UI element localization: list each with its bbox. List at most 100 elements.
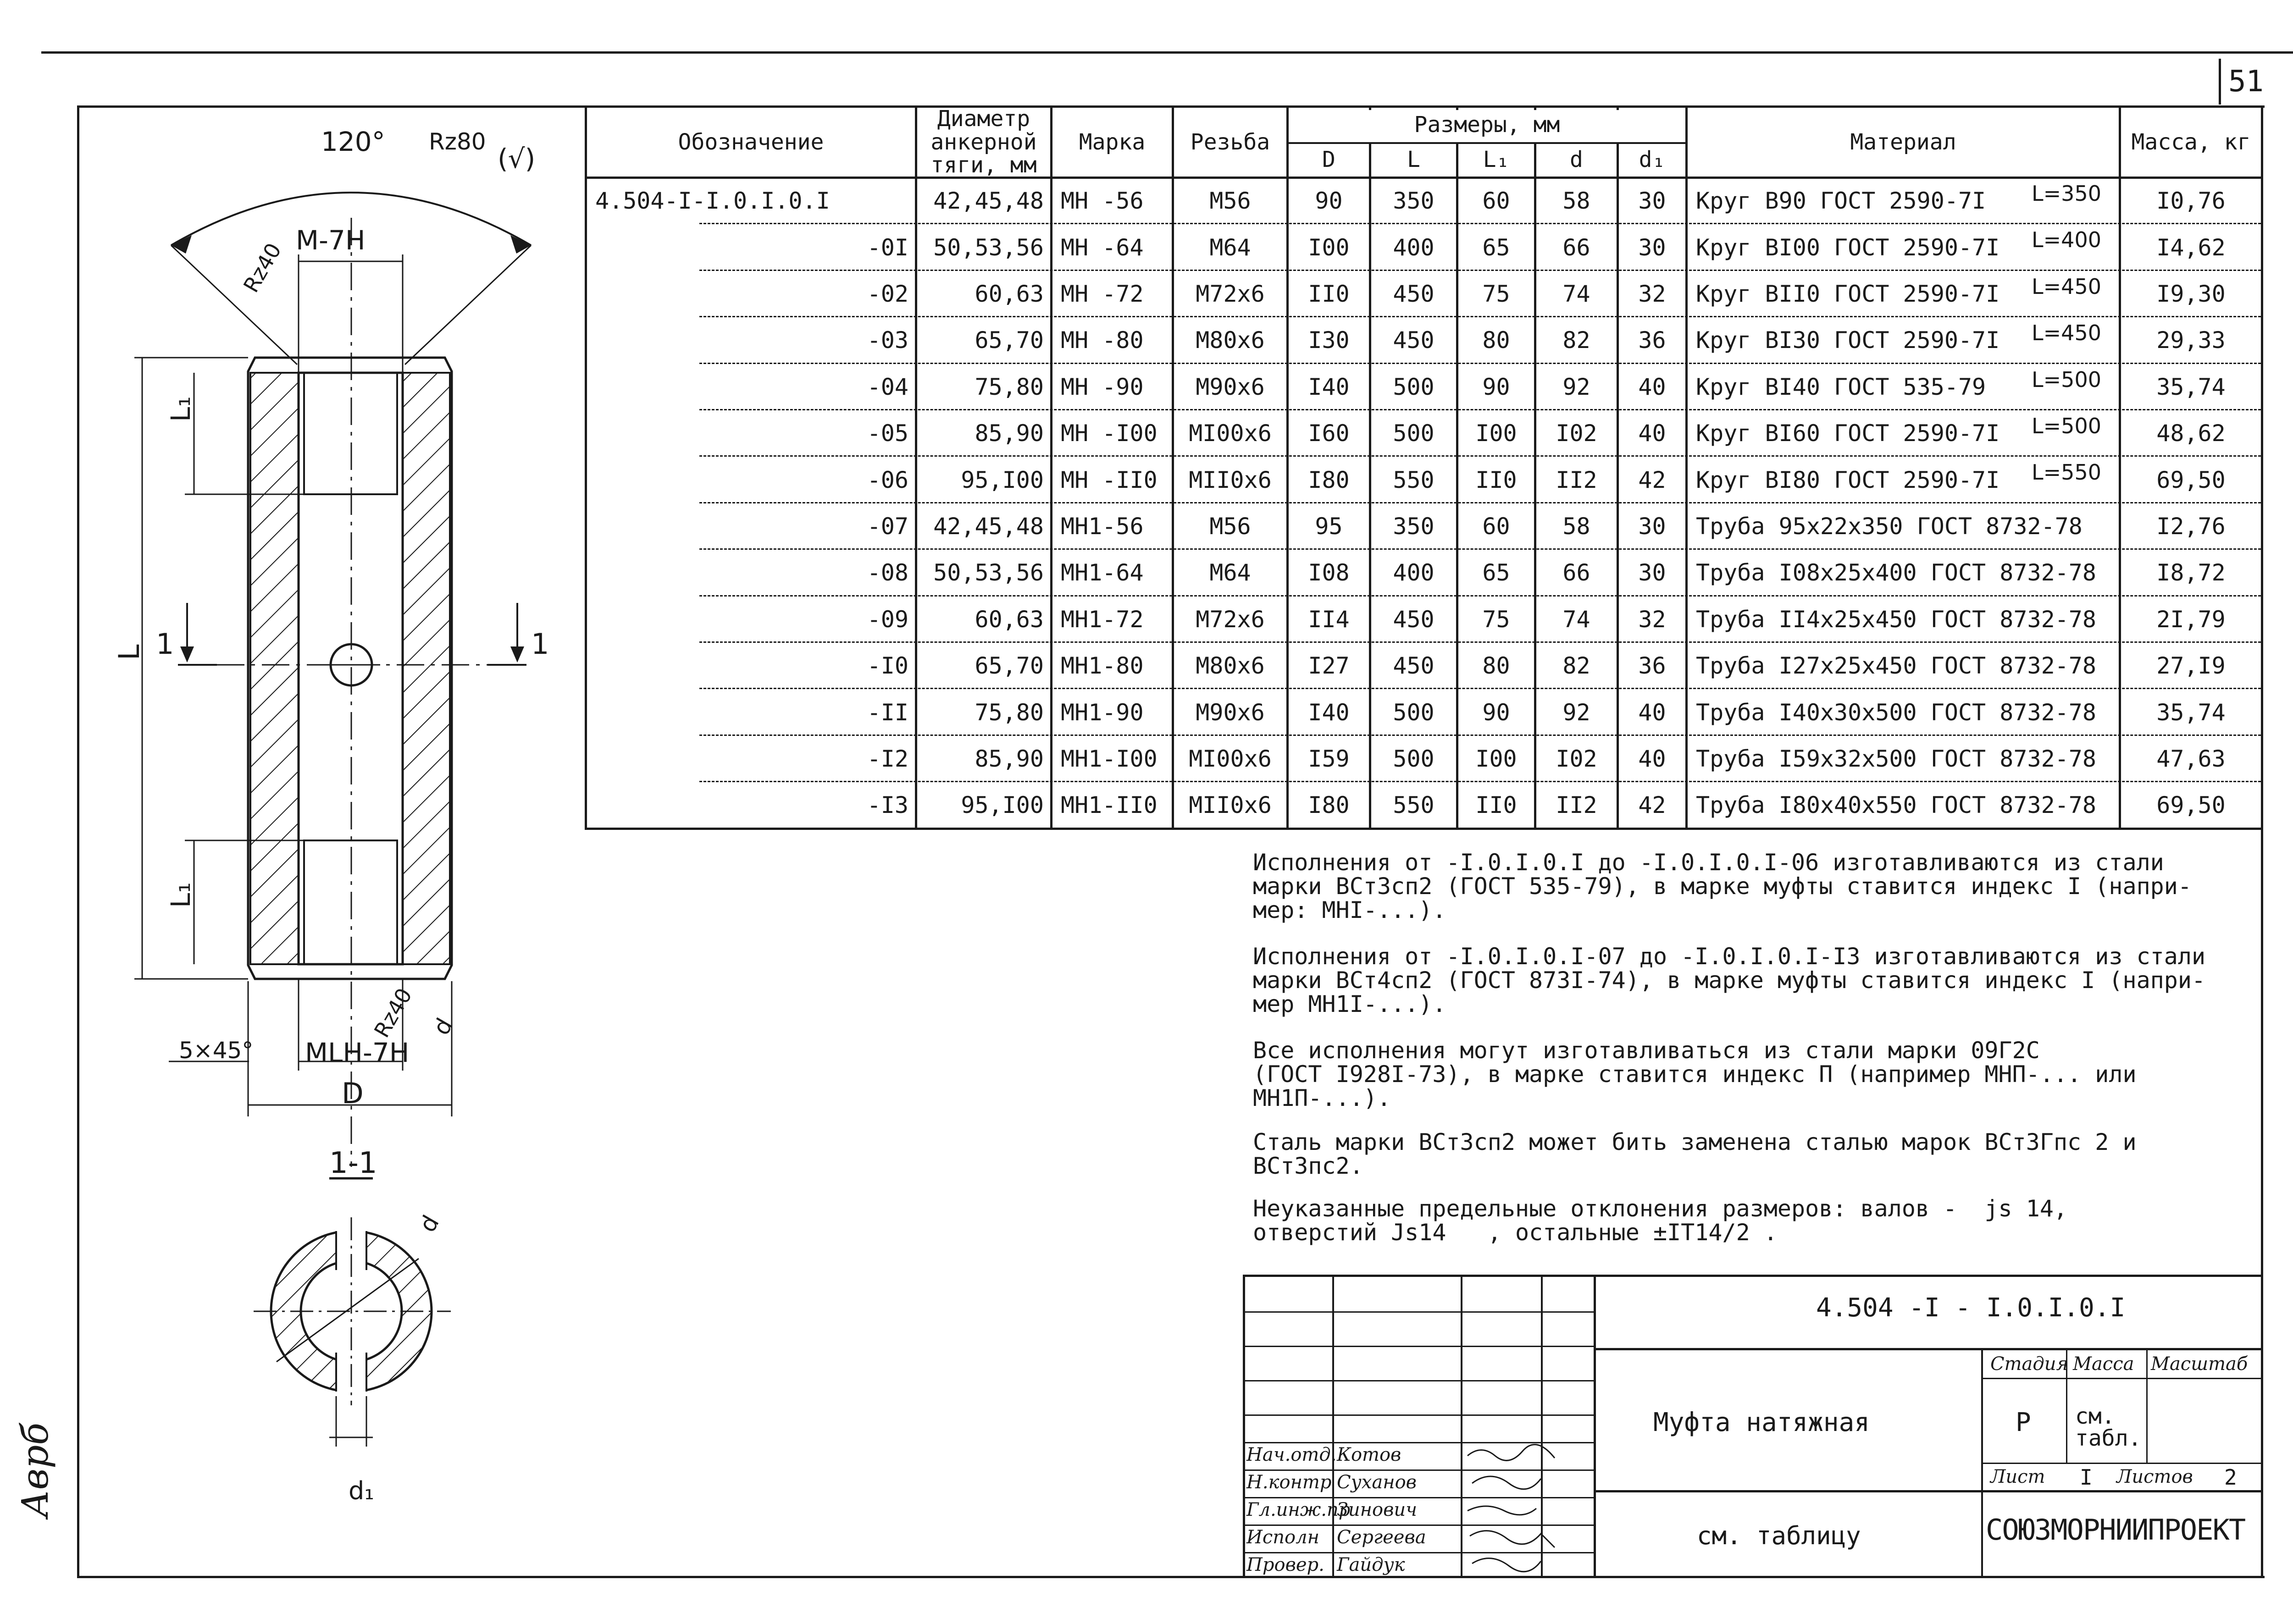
table-vline [915,108,917,829]
role-label: Провер. [1246,1554,1324,1575]
cell-L1: II0 [1475,466,1517,493]
cell-mark: МН1-64 [1061,559,1144,586]
mass-label: Масса [2073,1353,2134,1375]
cell-dia: 75,80 [975,699,1044,726]
header-sizes: Размеры, мм [1414,112,1560,138]
cell-thr: МI00х6 [1189,420,1272,447]
cell-mark: МН -I00 [1061,420,1158,447]
part-title: Муфта натяжная [1653,1408,1870,1437]
cell-d1: 30 [1638,559,1666,586]
header-diameter: Диаметр анкерной тяги, мм [930,108,1037,177]
cell-mat: Труба 95х22х350 ГОСТ 8732-78 [1696,513,2083,540]
cell-mass: 35,74 [2156,373,2226,400]
header-l1: L₁ [1483,147,1510,173]
cell-length: L=400 [2032,227,2101,253]
dim-L1-bottom-label: L₁ [165,882,196,908]
row-separator [699,362,2261,364]
cell-mass: 69,50 [2156,466,2226,493]
role-label: Нач.отд. [1246,1444,1337,1465]
cell-dia: 75,80 [975,373,1044,400]
row-separator [699,548,2261,550]
row-separator [699,688,2261,690]
row-separator [699,455,2261,457]
cell-thr: МI00х6 [1189,745,1272,772]
cell-d1: 42 [1638,792,1666,819]
section-title: 1-1 [329,1146,377,1180]
cell-L1: 90 [1482,373,1510,400]
cell-d1: 40 [1638,699,1666,726]
cell-mark: МН1-II0 [1061,792,1158,819]
doc-code: 4.504 -I - I.0.I.0.I [1816,1293,2126,1323]
table-bottom [585,827,2263,830]
top-rule [41,51,2293,54]
person-name: Сергеева [1337,1527,1426,1548]
cell-mat: Круг BI60 ГОСТ 2590-7I [1696,420,2000,447]
cell-mass: 48,62 [2156,420,2226,447]
cell-mass: I9,30 [2156,280,2226,307]
header-thread: Резьба [1190,129,1270,155]
cell-d: II2 [1556,466,1597,493]
coupling-body-outline [247,356,453,980]
table-vline [1369,108,1371,829]
cell-d1: 32 [1638,606,1666,633]
roughness-label: Rz80 [429,128,486,155]
cell-L: 450 [1393,606,1435,633]
mass-value: см. табл. [2075,1403,2142,1451]
table-vline [1286,108,1289,829]
cell-des: -08 [867,559,908,586]
cell-d: I02 [1556,745,1597,772]
margin-note: Аврб [14,1422,56,1518]
cell-D: I00 [1308,234,1350,261]
cell-mat: Труба I27х25х450 ГОСТ 8732-78 [1696,652,2096,679]
cell-d: 92 [1562,699,1590,726]
wall-section-right [402,372,451,965]
signatures [1467,1444,1556,1573]
cell-D: I08 [1308,559,1350,586]
cell-L: 400 [1393,559,1435,586]
cell-d1: 40 [1638,420,1666,447]
cell-L1: 65 [1482,234,1510,261]
sheets-label: Листов [2116,1466,2193,1487]
header-d: d [1570,147,1583,173]
cell-mat: Труба II4х25х450 ГОСТ 8732-78 [1696,606,2096,633]
cell-des: -06 [867,466,908,493]
cell-mark: МН1-72 [1061,606,1144,633]
cell-dia: 65,70 [975,327,1044,354]
scale-label: Масштаб [2151,1353,2248,1375]
material-ref: см. таблицу [1697,1521,1861,1550]
header-designation: Обозначение [678,129,824,155]
header-mark: Марка [1079,129,1146,155]
cell-L: 500 [1393,373,1435,400]
cell-d1: 42 [1638,466,1666,493]
cell-L: 500 [1393,420,1435,447]
cell-L1: I00 [1475,745,1517,772]
cell-des: -II [867,699,908,726]
cell-D: I27 [1308,652,1350,679]
note-paragraph: Все исполнения могут изготавливаться из … [1253,1037,2137,1111]
table-vline [1050,108,1052,829]
person-name: Суханов [1337,1472,1417,1493]
dim-D-label: D [342,1077,364,1110]
cell-L: 500 [1393,745,1435,772]
cell-d1: 36 [1638,652,1666,679]
cell-d: 58 [1562,188,1590,215]
cell-des: -04 [867,373,908,400]
cell-L: 450 [1393,652,1435,679]
row-separator [699,734,2261,736]
row-separator [699,223,2261,225]
part-drawing [134,192,532,1447]
cell-D: I30 [1308,327,1350,354]
cell-mat: Круг BI80 ГОСТ 2590-7I [1696,466,2000,493]
cell-d1: 30 [1638,513,1666,540]
header-d: D [1322,147,1335,173]
frame-bottom [77,1576,2265,1578]
cell-mass: I4,62 [2156,234,2226,261]
cell-D: I40 [1308,373,1350,400]
cell-mass: 35,74 [2156,699,2226,726]
person-name: Зинович [1337,1499,1418,1520]
cell-d: II2 [1556,792,1597,819]
cell-d: 74 [1562,280,1590,307]
row-separator [699,781,2261,783]
thread-bottom-label: MLH-7H [305,1037,410,1068]
